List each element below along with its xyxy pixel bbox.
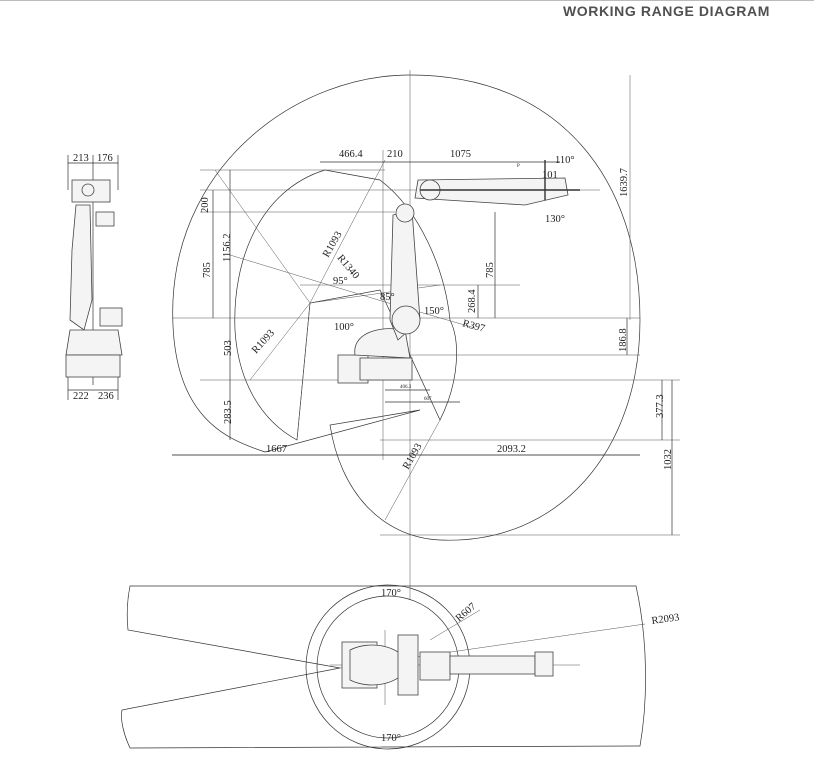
dim-377-3: 377.3 [655,394,666,418]
dim-1032: 1032 [663,449,674,470]
robot-front-illustration [65,179,123,378]
reference-lines [172,70,680,600]
dim-466-4: 466.4 [339,149,363,160]
angle-100: 100° [334,322,354,333]
radius-1093-lower: R1093 [401,442,425,472]
dim-503: 503 [223,340,234,356]
page-title: WORKING RANGE DIAGRAM [562,3,770,19]
top-view: 170° R607 R2093 170° [121,584,680,750]
radius-397: R397 [461,318,486,335]
dim-785-left: 785 [202,262,213,278]
angle-110: 110° [555,155,575,166]
radius-1093-left: R1093 [250,328,277,356]
robot-side-illustration [337,160,580,384]
dim-1075: 1075 [450,149,471,160]
front-dimension-lines [67,155,119,400]
dim-283-5: 283.5 [223,400,234,424]
dim-176: 176 [97,153,113,164]
angle-85: 85° [380,292,395,303]
radius-607: R607 [454,601,479,624]
dimension-lines [172,161,673,535]
angle-95: 95° [333,276,348,287]
dim-406-3: 406.3 [400,385,412,390]
reach-radius-lines [214,159,476,521]
dim-1156-2: 1156.2 [222,234,233,263]
side-view: 466.4 210 1075 110° 101 P 130° 1639.7 20… [172,70,680,600]
dim-2093-2: 2093.2 [497,444,526,455]
dim-607: 607 [424,397,432,402]
dim-213: 213 [73,153,89,164]
header-rule [0,0,814,1]
dim-210: 210 [387,149,403,160]
angle-170-bottom: 170° [381,733,401,744]
outer-reach-arc [172,74,641,541]
dim-222: 222 [73,391,89,402]
dim-186-8: 186.8 [618,328,629,352]
dim-268-4: 268.4 [467,289,478,313]
angle-150: 150° [424,306,444,317]
robot-top-illustration [341,634,554,696]
dim-236: 236 [98,391,114,402]
point-p: P [517,164,520,169]
angle-130: 130° [545,214,565,225]
angle-170-top: 170° [381,588,401,599]
dim-101: 101 [542,170,558,181]
front-view: 213 176 222 236 [65,153,123,402]
dim-1639-7: 1639.7 [619,168,630,197]
radius-2093: R2093 [651,612,680,627]
dim-1667: 1667 [266,444,287,455]
top-range-sector [121,585,646,749]
dim-785-right: 785 [485,262,496,278]
dim-200: 200 [200,197,211,213]
